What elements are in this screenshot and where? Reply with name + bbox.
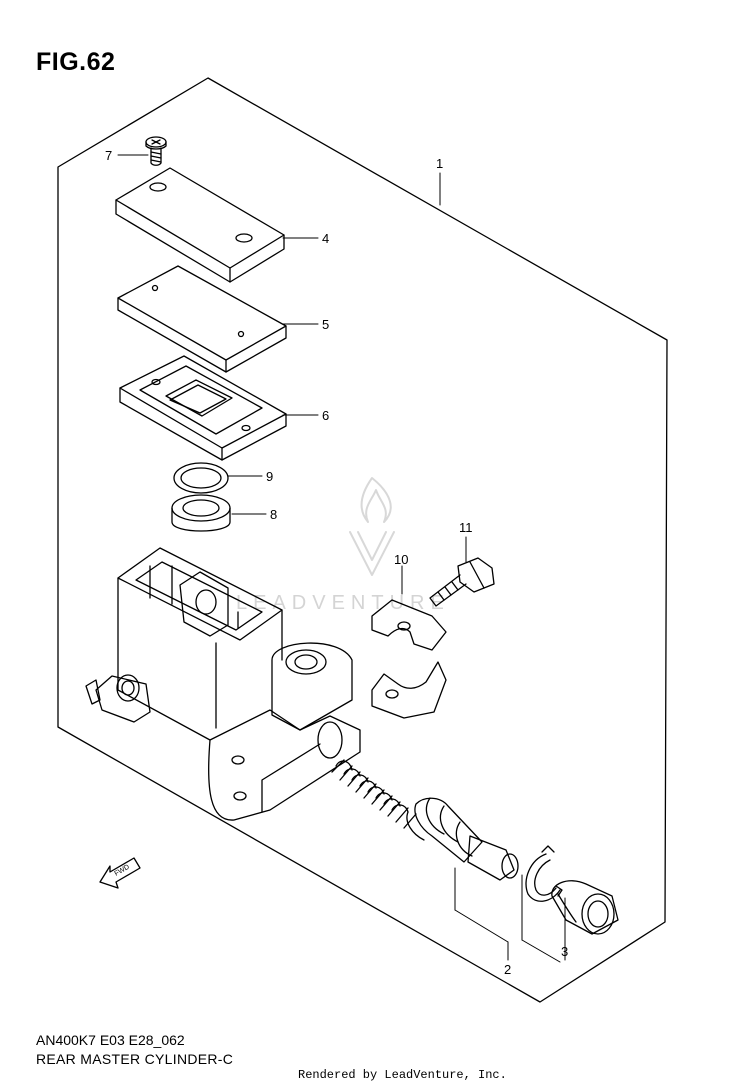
watermark-text: LEADVENTURE	[236, 592, 450, 614]
callout-9: 9	[266, 469, 273, 484]
part-2-piston	[406, 797, 519, 881]
callout-10: 10	[394, 552, 408, 567]
figure-title: FIG.62	[36, 48, 116, 76]
render-credit: Rendered by LeadVenture, Inc.	[298, 1068, 507, 1082]
part-9-o-ring	[173, 462, 229, 494]
part-3-boot	[551, 880, 619, 935]
callout-8: 8	[270, 507, 277, 522]
part-5-diaphragm-plate	[117, 265, 287, 373]
callout-6: 6	[322, 408, 329, 423]
model-code: AN400K7 E03 E28_062	[36, 1032, 185, 1048]
leader-lines	[117, 154, 566, 963]
part-7-screw	[145, 136, 167, 166]
fwd-direction-arrow: FWD	[99, 857, 141, 889]
spring	[331, 759, 417, 829]
callout-3: 3	[561, 944, 568, 959]
assembly-outline-box	[57, 77, 668, 1003]
callout-numbers: 1 7 4 5 6 9 8 10 11 2 3	[105, 148, 568, 977]
callout-7: 7	[105, 148, 112, 163]
part-11-bolt	[429, 557, 495, 607]
callout-2: 2	[504, 962, 511, 977]
part-4-reservoir-cap	[115, 167, 285, 283]
part-6-diaphragm-gasket	[119, 355, 287, 461]
callout-5: 5	[322, 317, 329, 332]
circlip	[525, 845, 563, 902]
master-cylinder-body	[85, 547, 361, 821]
assembly-name: REAR MASTER CYLINDER-C	[36, 1051, 234, 1067]
part-8-bushing	[171, 494, 231, 532]
callout-11: 11	[459, 520, 473, 535]
callout-1: 1	[436, 156, 443, 171]
part-10-clamp	[371, 599, 447, 719]
callout-4: 4	[322, 231, 329, 246]
watermark-logo	[349, 477, 395, 576]
